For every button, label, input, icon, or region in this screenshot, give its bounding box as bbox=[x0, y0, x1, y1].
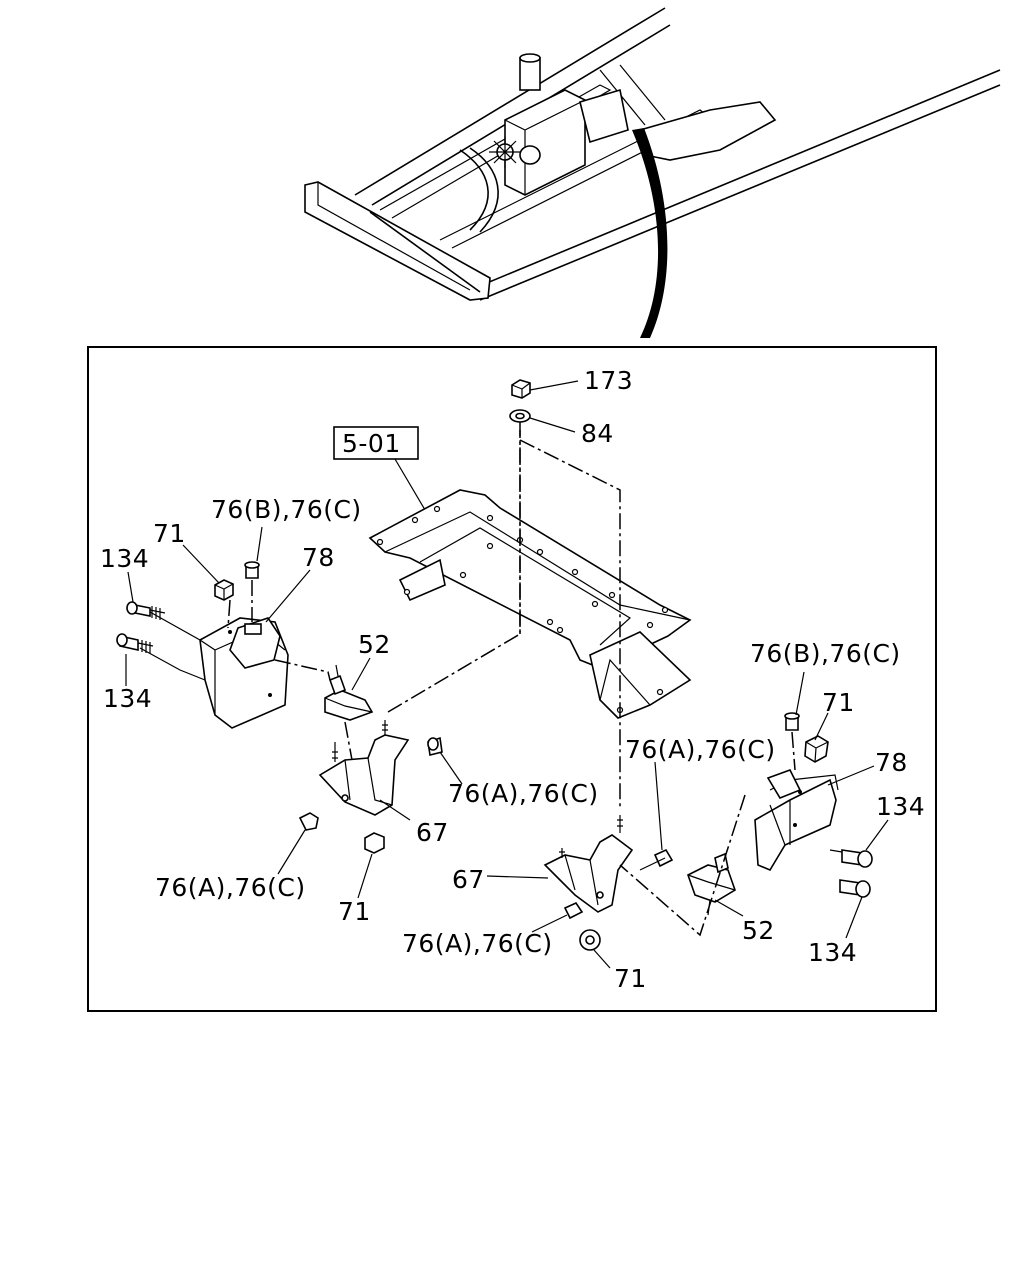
callout-67-left: 67 bbox=[416, 818, 449, 847]
washer-84 bbox=[509, 409, 531, 423]
callout-134-left-top: 134 bbox=[100, 544, 149, 573]
callout-71-right-bottom: 71 bbox=[614, 964, 647, 993]
right-mount-assembly bbox=[543, 712, 873, 951]
callout-52-left: 52 bbox=[358, 630, 391, 659]
callout-67-right: 67 bbox=[452, 865, 485, 894]
guide-line-diag bbox=[519, 439, 621, 810]
callout-71-left-top: 71 bbox=[153, 519, 186, 548]
callout-84: 84 bbox=[581, 419, 614, 448]
callout-76ac-mid: 76(A),76(C) bbox=[448, 779, 599, 808]
callout-71-left-bottom: 71 bbox=[338, 897, 371, 926]
callout-52-right: 52 bbox=[742, 916, 775, 945]
crossmember bbox=[368, 489, 692, 719]
callout-173: 173 bbox=[584, 366, 633, 395]
callout-134-left-bottom: 134 bbox=[103, 684, 152, 713]
callout-76bc-left: 76(B),76(C) bbox=[211, 495, 362, 524]
chassis-overview bbox=[304, 7, 1001, 338]
ref-box: 5-01 bbox=[333, 426, 429, 516]
callout-76ac-right-top: 76(A),76(C) bbox=[625, 735, 776, 764]
callout-134-right-bottom: 134 bbox=[808, 938, 857, 967]
crossmember-holes bbox=[376, 505, 669, 714]
callout-leaders bbox=[125, 380, 889, 969]
callout-78-left: 78 bbox=[302, 543, 335, 572]
callout-71-right-top: 71 bbox=[822, 688, 855, 717]
callout-134-right-top: 134 bbox=[876, 792, 925, 821]
detail-frame bbox=[87, 346, 937, 1012]
nut-173 bbox=[511, 379, 531, 399]
callout-76bc-right: 76(B),76(C) bbox=[750, 639, 901, 668]
callout-78-right: 78 bbox=[875, 748, 908, 777]
callout-76ac-left-bottom: 76(A),76(C) bbox=[155, 873, 306, 902]
ref-box-label: 5-01 bbox=[342, 429, 401, 458]
callout-76ac-right-bottom: 76(A),76(C) bbox=[402, 929, 553, 958]
callout-labels: 173 84 76(B),76(C) 71 134 78 52 134 76(A… bbox=[100, 366, 925, 993]
left-mount-assembly bbox=[116, 430, 521, 854]
